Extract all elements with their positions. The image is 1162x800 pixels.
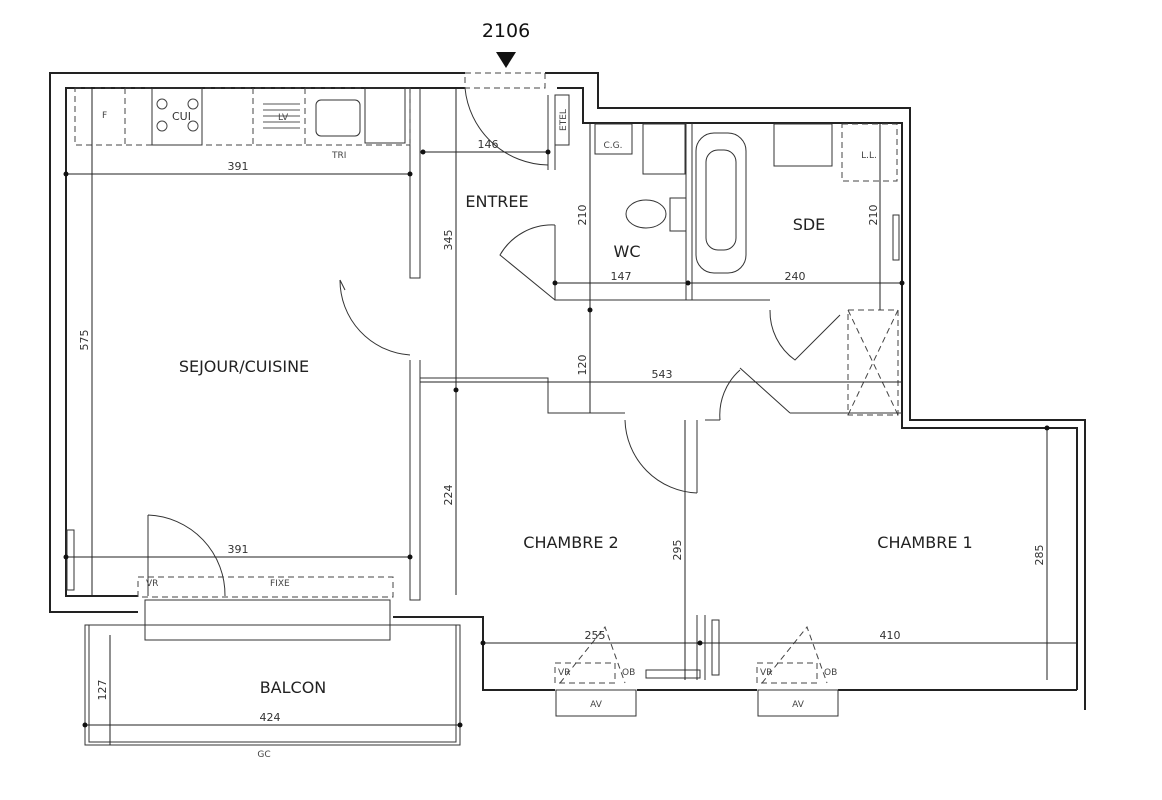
dim-sejour-lower: 224: [442, 485, 455, 506]
dim-sejour-length: 575: [78, 330, 91, 351]
burner-icons: [156, 98, 199, 132]
room-label-wc: WC: [614, 242, 641, 261]
windows: VR FIXE VR OB VR OB AV AV: [137, 576, 839, 717]
sink-icon: [315, 99, 361, 137]
dim-entree-length: 345: [442, 230, 455, 251]
doors: [66, 87, 900, 676]
dim-sde-width: 240: [785, 270, 806, 283]
cooktop-label: CUI: [172, 110, 191, 123]
closet: [847, 309, 899, 416]
window-av-label: AV: [590, 700, 603, 710]
window-vr-label: VR: [558, 668, 570, 678]
window-vr-label: VR: [146, 579, 158, 589]
dim-balcon-width: 424: [260, 711, 281, 724]
window-av-label: AV: [792, 700, 805, 710]
dim-sejour-width: 391: [228, 543, 249, 556]
kitchen-counter: F CUI LV TRI: [74, 87, 411, 161]
dim-sde-length: 210: [867, 205, 880, 226]
room-label-sejour: SEJOUR/CUISINE: [179, 357, 309, 376]
dishwasher-label: LV: [278, 113, 289, 123]
room-label-sde: SDE: [793, 215, 826, 234]
dim-entree-width: 146: [478, 138, 499, 151]
entrance-arrow-icon: [496, 52, 516, 68]
toilet-icon: [625, 199, 667, 229]
room-label-chambre1: CHAMBRE 1: [877, 533, 972, 552]
window-fixe-label: FIXE: [270, 579, 290, 589]
window-ob-label: OB: [824, 668, 837, 678]
window-ob-label: OB: [622, 668, 635, 678]
dim-wc-length: 210: [576, 205, 589, 226]
room-label-balcon: BALCON: [260, 678, 327, 697]
dim-hall-length: 543: [652, 368, 673, 381]
dim-chambre2-length: 295: [671, 540, 684, 561]
dim-chambre1-width: 410: [880, 629, 901, 642]
window-vr-label: VR: [760, 668, 772, 678]
room-label-entree: ENTREE: [465, 192, 528, 211]
outer-walls: [49, 72, 1086, 710]
fridge-label: F: [102, 111, 107, 121]
dim-wc-width: 147: [611, 270, 632, 283]
dim-kitchen-width: 391: [228, 160, 249, 173]
bathtub-icon: [695, 132, 747, 274]
dim-chambre2-width: 255: [585, 629, 606, 642]
washbasin-icon: [773, 123, 833, 167]
dim-hall-width: 120: [576, 355, 589, 376]
dim-balcon-depth: 127: [96, 680, 109, 701]
washer-label: L.L.: [861, 151, 877, 161]
gc-label: GC: [257, 750, 270, 760]
interior-walls: [409, 88, 902, 680]
room-label-chambre2: CHAMBRE 2: [523, 533, 618, 552]
unit-number: 2106: [482, 20, 530, 42]
balcony: GC: [84, 624, 461, 760]
dimension-lines: [63, 88, 1077, 745]
dim-chambre1-length: 285: [1033, 545, 1046, 566]
dishwasher-icon: [263, 103, 300, 129]
boiler-label: C.G.: [604, 141, 623, 151]
sorting-label: TRI: [331, 151, 346, 161]
electric-panel-label: ETEL: [559, 109, 569, 131]
